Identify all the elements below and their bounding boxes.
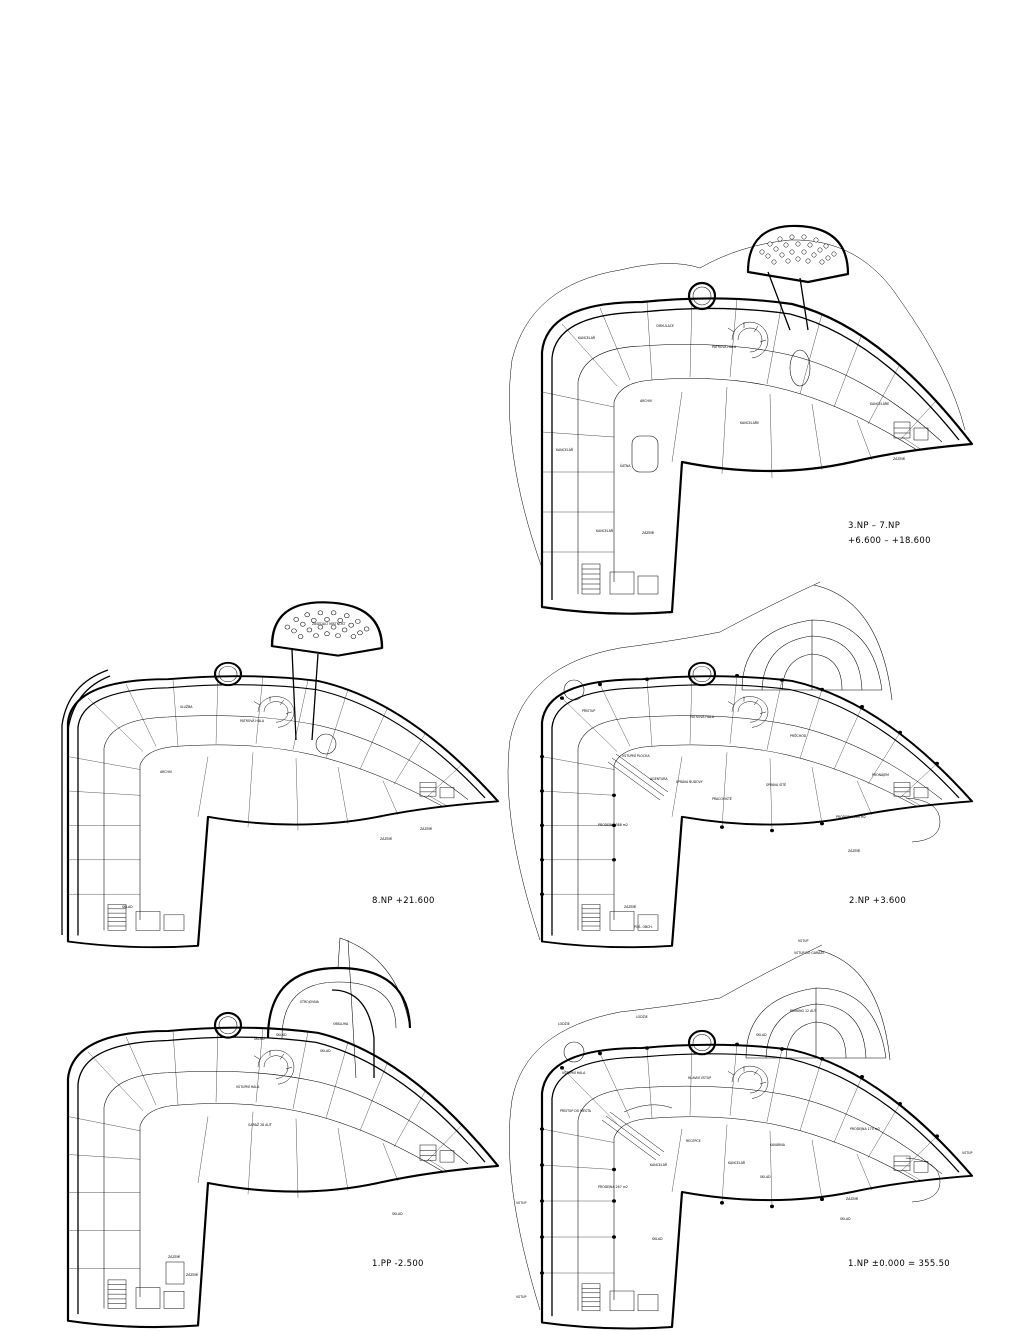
plan-floors-3-7: KANCELÁŘ CIRKULACE PATROVÁ HALA ARCHIV K… (509, 224, 974, 615)
site-boundary (509, 944, 823, 1311)
room-label: SKLAD (756, 1033, 767, 1037)
room-label: KANCELÁŘ (578, 335, 596, 340)
room-label: VSTUPNÍ PLOCHA (622, 753, 650, 758)
room-label: ZÁZEMÍ (893, 456, 905, 461)
room-label: PRODEJNA 164 m2 (836, 815, 866, 819)
room-label: PARKING 12 AUT (790, 1009, 817, 1013)
room-label: VSTUP (962, 1151, 972, 1155)
room-label: ŠATNA (620, 463, 631, 468)
room-label: VSTUP (516, 1201, 526, 1205)
room-label: OBSLUHA (333, 1022, 349, 1026)
room-label: SPRÁVA BUDOVY (676, 779, 703, 784)
plan-floor-1: LODŽIE LODŽIE SKLAD VSTUPNÍ HALA HLAVNÍ … (509, 939, 974, 1330)
room-label: KANCELÁŘ (650, 1162, 668, 1167)
room-label: KANCELÁŘE (740, 420, 759, 425)
room-label: GARÁŽ 28 AUT (248, 1122, 272, 1127)
room-label: KANCELÁŘ (728, 1160, 746, 1165)
plan-floor-2: PŘÍSTUP PATROVÁ HALA VSTUPNÍ PLOCHA AGEN… (507, 581, 974, 949)
room-label: SKLAD (122, 905, 133, 909)
room-label: SKLAD (652, 1237, 663, 1241)
room-label: SKLAD (320, 1049, 331, 1053)
room-label: PATROVÁ HALA (690, 714, 715, 719)
room-label: VSTUP DO GARÁŽE (794, 950, 825, 955)
plan-basement-1: STROJOVNA SKLAD SKLAD OBSLUHA SKLAD GARÁ… (66, 937, 500, 1329)
room-label: VSTUPNÍ HALA (236, 1084, 260, 1089)
room-label: PATROVÁ HALA (712, 344, 737, 349)
room-label: STROJOVNA (300, 1000, 320, 1004)
plan-caption: 8.NP +21.600 (372, 896, 435, 906)
room-label: SLUŽBA (180, 704, 193, 709)
room-label: PŘÍSTUP DO MĚSTA (560, 1108, 592, 1113)
room-label: POŠ. OBCH. (634, 924, 653, 929)
room-label: ZÁZEMÍ (168, 1254, 180, 1259)
room-label: LODŽIE (636, 1014, 648, 1019)
room-label: CIRKULACE (656, 324, 674, 328)
room-label: SKLAD (254, 1037, 265, 1041)
room-label: PŘÍSTUP (582, 708, 595, 713)
room-label: AGENTURA (650, 777, 668, 781)
room-label: PRODEJNA 170 m2 (850, 1127, 880, 1131)
room-label: LODŽIE (558, 1021, 570, 1026)
room-label: PRACOVIŠTĚ (712, 796, 732, 801)
room-label: PRODEJNA 388 m2 (598, 823, 628, 827)
room-label: ARCHIV (160, 770, 173, 774)
plan-caption: 1.PP -2.500 (372, 1259, 424, 1269)
room-label: PRONÁJEM (872, 772, 889, 777)
plan-floor-8: ZASEDACÍ MÍSTNOST SLUŽBA PATROVÁ HALA AR… (61, 601, 500, 949)
room-label: ZÁZEMÍ (420, 826, 432, 831)
room-label: KANCELÁŘ (556, 447, 574, 452)
room-label: SKLAD (276, 1033, 287, 1037)
site-boundary (507, 581, 821, 941)
room-label: RECEPCE (686, 1139, 701, 1143)
room-label: HLAVNÍ VSTUP (688, 1075, 711, 1080)
room-label: SKLAD (392, 1212, 403, 1216)
room-label: VSTUP (798, 939, 808, 943)
room-label: SPRÁVA SÍTĚ (766, 782, 786, 787)
room-label: ZÁZEMÍ (380, 836, 392, 841)
room-label: SKLAD (760, 1175, 771, 1179)
room-label: ARCHIV (640, 399, 653, 403)
site-boundary (509, 239, 966, 569)
room-label: PRODEJNA 267 m2 (598, 1185, 628, 1189)
plan-caption: 2.NP +3.600 (849, 896, 906, 906)
room-label: SKLAD (840, 1217, 851, 1221)
room-label: ZÁZEMÍ (848, 848, 860, 853)
room-label: ZÁZEMÍ (846, 1196, 858, 1201)
room-label: KAVÁRNA (770, 1142, 786, 1147)
plan-caption: 3.NP – 7.NP (848, 521, 900, 531)
room-label: KANCELÁŘ (596, 528, 614, 533)
room-label: VSTUPNÍ HALA (562, 1070, 586, 1075)
room-label: PRŮCHOD (790, 733, 807, 738)
plan-caption: 1.NP ±0.000 = 355.50 (848, 1259, 950, 1269)
room-label: ZÁZEMÍ (624, 904, 636, 909)
room-label: ZÁZEMÍ (186, 1272, 198, 1277)
room-label: ZASEDACÍ MÍSTNOST (312, 621, 346, 626)
plan-caption-elevation: +6.600 – +18.600 (848, 536, 931, 546)
room-label: VSTUP (516, 1295, 526, 1299)
room-label: ZÁZEMÍ (642, 530, 654, 535)
room-label: PATROVÁ HALA (240, 718, 265, 723)
room-label: KANCELÁŘE (870, 401, 889, 406)
